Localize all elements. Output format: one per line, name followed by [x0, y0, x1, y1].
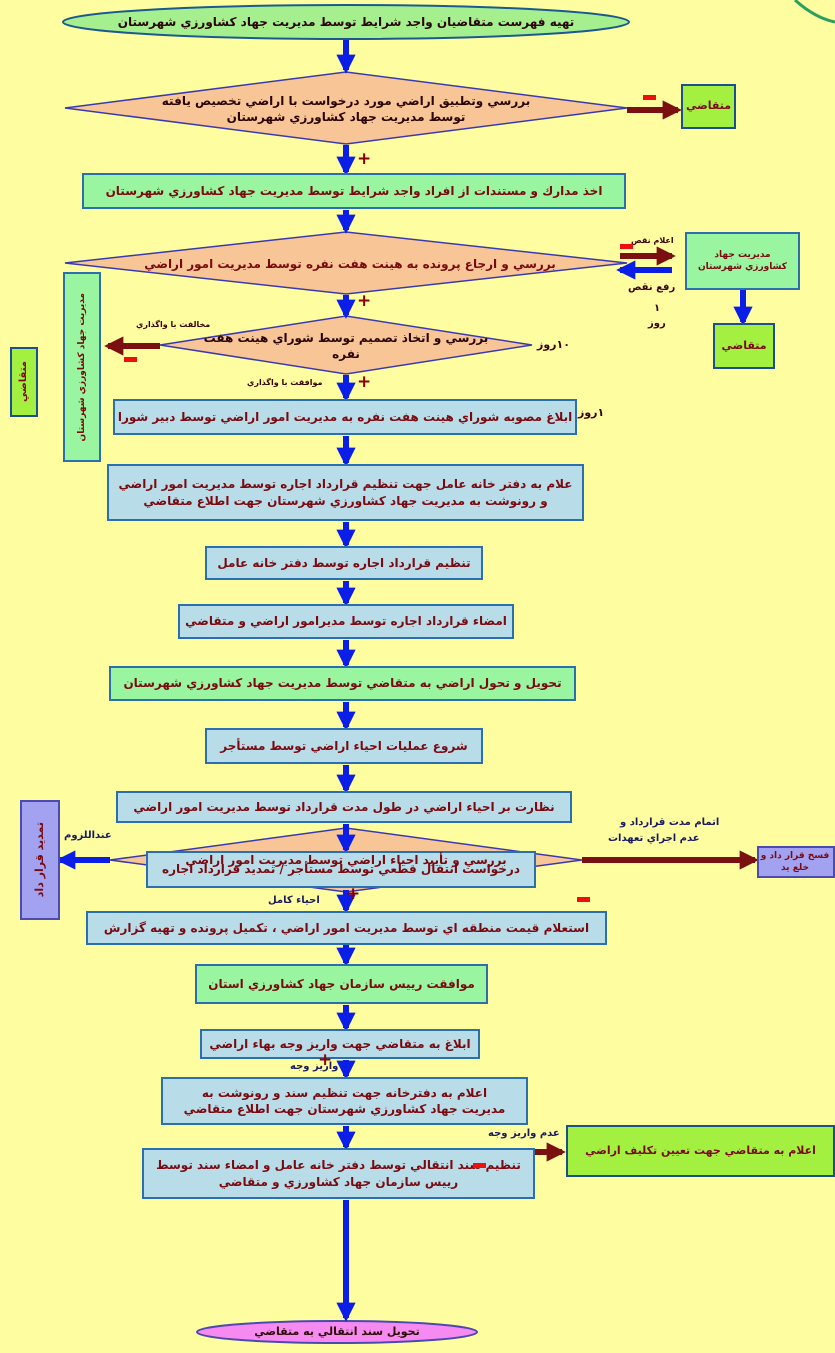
- step-notify-resolution: ابلاغ مصوبه شوراي هينت هفت نفره به مديري…: [113, 399, 577, 435]
- side-applicant-left: متقاضي: [10, 347, 38, 417]
- step-supervise-revival: نظارت بر احياء اراضي در طول مدت قرارداد …: [116, 791, 572, 823]
- label-one-day: ۱روز: [578, 406, 605, 419]
- label-opposed: مخالفت با واگذاري: [136, 320, 211, 329]
- step-price-inquiry: استعلام قيمت منطقه اي توسط مديريت امور ا…: [86, 911, 607, 945]
- start-oval: [62, 4, 630, 40]
- start-step: تهيه فهرست متقاضيان واجد شرايط توسط مدير…: [117, 14, 575, 29]
- step-prepare-deed-line2: رييس سازمان جهاد كشاورزي و متقاضي: [218, 1174, 459, 1189]
- side-applicant-top: متقاضي: [681, 84, 736, 129]
- step-province-approval: موافقت رييس سازمان جهاد كشاورزي استان: [195, 964, 488, 1004]
- label-agreed: موافقت با واگذاري: [247, 378, 323, 387]
- label-deficiency-fix: رفع نقص: [628, 282, 676, 293]
- label-contract-end-2: عدم اجراي تعهدات: [608, 833, 700, 844]
- minus-marker: [577, 897, 590, 902]
- step-notify-notary-deed-line1: اعلام به دفترخانه جهت تنظيم سند و رونوشت…: [201, 1085, 488, 1100]
- end-step: تحويل سند انتقالي به متقاضي: [254, 1324, 420, 1338]
- decision-check-lands-line2: توسط مديريت جهاد كشاورزي شهرستان: [226, 110, 466, 124]
- minus-marker: [643, 95, 656, 100]
- plus-marker: +: [318, 1050, 333, 1070]
- step-notify-notary-line2: و رونوشت به مديريت جهاد كشاورزي شهرستان …: [143, 493, 548, 508]
- plus-marker: +: [357, 372, 372, 392]
- minus-marker: [124, 357, 137, 362]
- side-termination: فسخ قرار داد و خلع يد: [757, 846, 835, 878]
- flow-arrows: [56, 40, 753, 1322]
- decision-committee-text: بررسي و اتخاذ تصميم توسط شوراي هينت هفت …: [203, 330, 489, 361]
- label-deficiency-notice: اعلام نقص: [631, 236, 674, 245]
- plus-marker: +: [357, 149, 372, 169]
- corner-arc: [793, 0, 835, 24]
- step-start-revival: شروع عمليات احياء اراضي توسط مستأجر: [205, 728, 483, 764]
- side-lease-extension: تمديد قرار داد: [20, 800, 60, 920]
- step-prepare-deed: تنظيم سند انتقالي توسط دفتر خانه عامل و …: [142, 1148, 535, 1199]
- side-announce-cost: اعلام به متقاضي جهت تعيين تكليف اراضي: [566, 1125, 835, 1177]
- minus-marker: [473, 1163, 486, 1168]
- plus-marker: +: [346, 884, 361, 904]
- minus-marker: [620, 244, 633, 249]
- step-notify-notary: علام به دفتر خانه عامل جهت تنظيم قرارداد…: [107, 464, 584, 521]
- label-contract-end-1: اتمام مدت قرارداد و: [620, 817, 720, 828]
- step-collect-documents: اخذ مدارك و مستندات از افراد واجد شرايط …: [82, 173, 626, 209]
- decision-committee: [159, 315, 533, 375]
- side-management-line1: مديريت جهاد: [714, 249, 771, 260]
- label-one: ۱: [654, 303, 661, 314]
- side-management-vertical: مديريت جهاد كشاورزي شهرستان: [63, 272, 101, 462]
- step-notify-payment: ابلاغ به متقاضي جهت واريز وجه بهاء اراضي: [200, 1029, 480, 1059]
- decision-refer-committee-text: بررسي و ارجاع پرونده به هينت هفت نفره تو…: [144, 256, 556, 271]
- label-no-payment: عدم واريز وجه: [488, 1128, 560, 1139]
- step-notify-notary-deed-line2: مديريت جهاد كشاورزي شهرستان جهت اطلاع مت…: [183, 1102, 506, 1116]
- step-notify-notary-line1: علام به دفتر خانه عامل جهت تنظيم قرارداد…: [118, 477, 573, 492]
- plus-marker: +: [357, 291, 372, 311]
- label-day: روز: [648, 318, 666, 329]
- label-ten-days: ۱۰روز: [537, 338, 570, 351]
- label-payment: واريز وجه: [290, 1061, 339, 1072]
- decision-check-lands-line1: بررسي وتطبيق اراضي مورد درخواست با اراضي…: [161, 93, 531, 108]
- step-prepare-deed-line1: تنظيم سند انتقالي توسط دفتر خانه عامل و …: [156, 1158, 521, 1173]
- step-request-transfer: درخواست انتقال قطعي توسط مستأجر / تمديد …: [146, 851, 536, 888]
- step-sign-lease: امضاء قرارداد اجاره توسط مديرامور اراضي …: [178, 604, 514, 639]
- side-management-office: مديريت جهاد كشاورزي شهرستان: [685, 232, 800, 290]
- step-prepare-lease: تنظيم قرارداد اجاره توسط دفتر خانه عامل: [205, 546, 483, 580]
- label-full-revival: احياء كامل: [268, 895, 320, 906]
- decision-check-lands-text: بررسي وتطبيق اراضي مورد درخواست با اراضي…: [150, 86, 542, 132]
- decision-approve-revival-label: بررسي و تأييد احياء اراضي توسط مديريت ام…: [185, 852, 507, 867]
- label-if-needed: عنداللزوم: [64, 830, 112, 841]
- step-notify-notary-deed: اعلام به دفترخانه جهت تنظيم سند و رونوشت…: [161, 1077, 528, 1125]
- side-applicant-mid: متقاضي: [713, 323, 775, 369]
- side-management-line2: كشاورزي شهرستان: [697, 262, 788, 272]
- step-hand-over-land: تحويل و تحول اراضي به متقاضي توسط مديريت…: [109, 666, 576, 701]
